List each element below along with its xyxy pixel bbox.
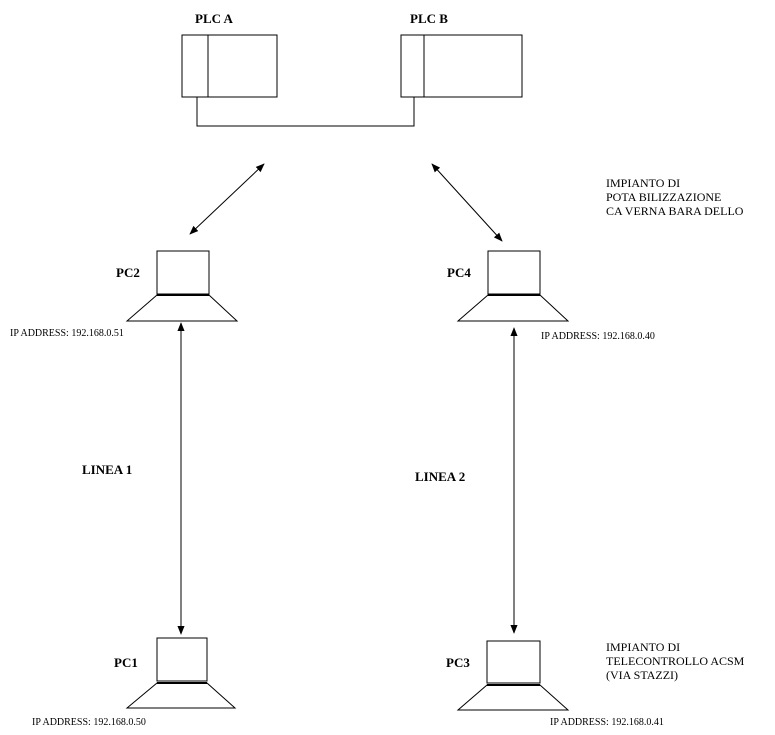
pc1-label: PC1 bbox=[114, 655, 138, 670]
arrow-pc2-plc bbox=[189, 163, 265, 235]
pc1-computer-icon bbox=[125, 637, 237, 709]
pc3-computer-icon bbox=[456, 640, 570, 711]
linea-2-label: LINEA 2 bbox=[415, 469, 466, 484]
plc-a-box bbox=[181, 34, 278, 98]
plc-b-box bbox=[400, 34, 523, 98]
site-telecontrollo-line-1: IMPIANTO DI bbox=[606, 640, 681, 654]
site-potabilizzazione-line-2: POTA BILIZZAZIONE bbox=[606, 190, 722, 204]
arrow-pc4-plc bbox=[431, 163, 503, 242]
site-potabilizzazione-label: IMPIANTO DI POTA BILIZZAZIONE CA VERNA B… bbox=[606, 176, 743, 218]
site-potabilizzazione-line-3: CA VERNA BARA DELLO bbox=[606, 204, 744, 218]
pc3-ip-address: IP ADDRESS: 192.168.0.41 bbox=[550, 717, 664, 728]
pc3-label: PC3 bbox=[446, 655, 470, 670]
plc-b-label: PLC B bbox=[410, 11, 448, 26]
site-potabilizzazione-line-1: IMPIANTO DI bbox=[606, 176, 681, 190]
pc2-ip-address: IP ADDRESS: 192.168.0.51 bbox=[10, 328, 124, 339]
site-telecontrollo-label: IMPIANTO DI TELECONTROLLO ACSM (VIA STAZ… bbox=[606, 640, 744, 682]
linea-1-label: LINEA 1 bbox=[82, 462, 133, 477]
pc4-computer-icon bbox=[456, 250, 570, 322]
pc4-ip-address: IP ADDRESS: 192.168.0.40 bbox=[541, 331, 655, 342]
site-telecontrollo-line-2: TELECONTROLLO ACSM bbox=[606, 654, 745, 668]
pc2-computer-icon bbox=[125, 250, 239, 322]
plc-link-line bbox=[196, 97, 415, 127]
site-telecontrollo-line-3: (VIA STAZZI) bbox=[606, 668, 679, 682]
plc-a-label: PLC A bbox=[195, 11, 233, 26]
pc4-label: PC4 bbox=[447, 265, 471, 280]
pc2-label: PC2 bbox=[116, 265, 140, 280]
pc1-ip-address: IP ADDRESS: 192.168.0.50 bbox=[32, 717, 146, 728]
